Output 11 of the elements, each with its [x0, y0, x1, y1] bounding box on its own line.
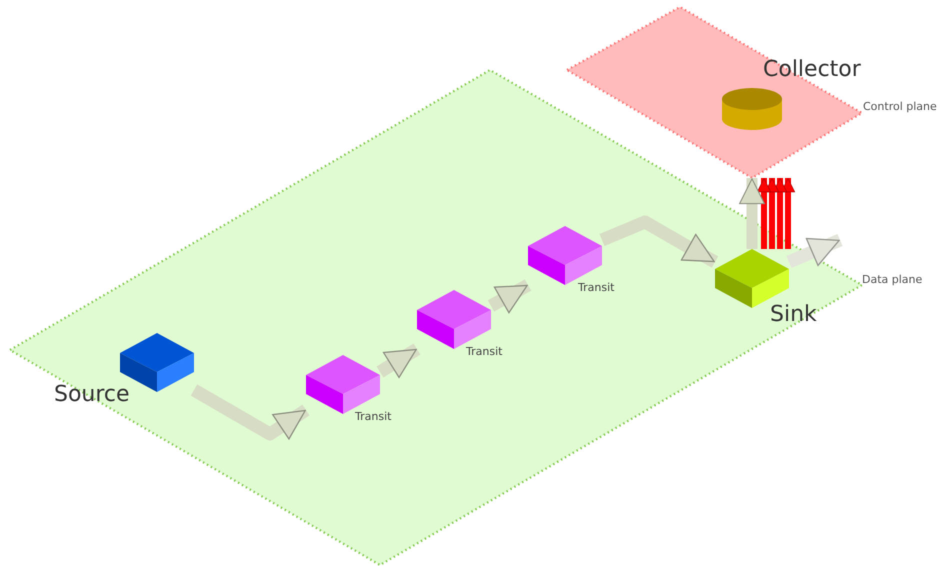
node-label: Transit: [578, 282, 614, 295]
node-title: Source: [54, 382, 130, 408]
node-label: Transit: [355, 411, 392, 424]
arrow: [756, 178, 772, 249]
node-label: Data plane: [862, 274, 922, 287]
node-label: Control plane: [863, 101, 937, 114]
arrow: [190, 384, 310, 440]
node-label: Transit: [466, 346, 502, 359]
node-title: Sink: [770, 302, 817, 328]
arrow: [739, 178, 765, 249]
arrow: [786, 234, 843, 268]
